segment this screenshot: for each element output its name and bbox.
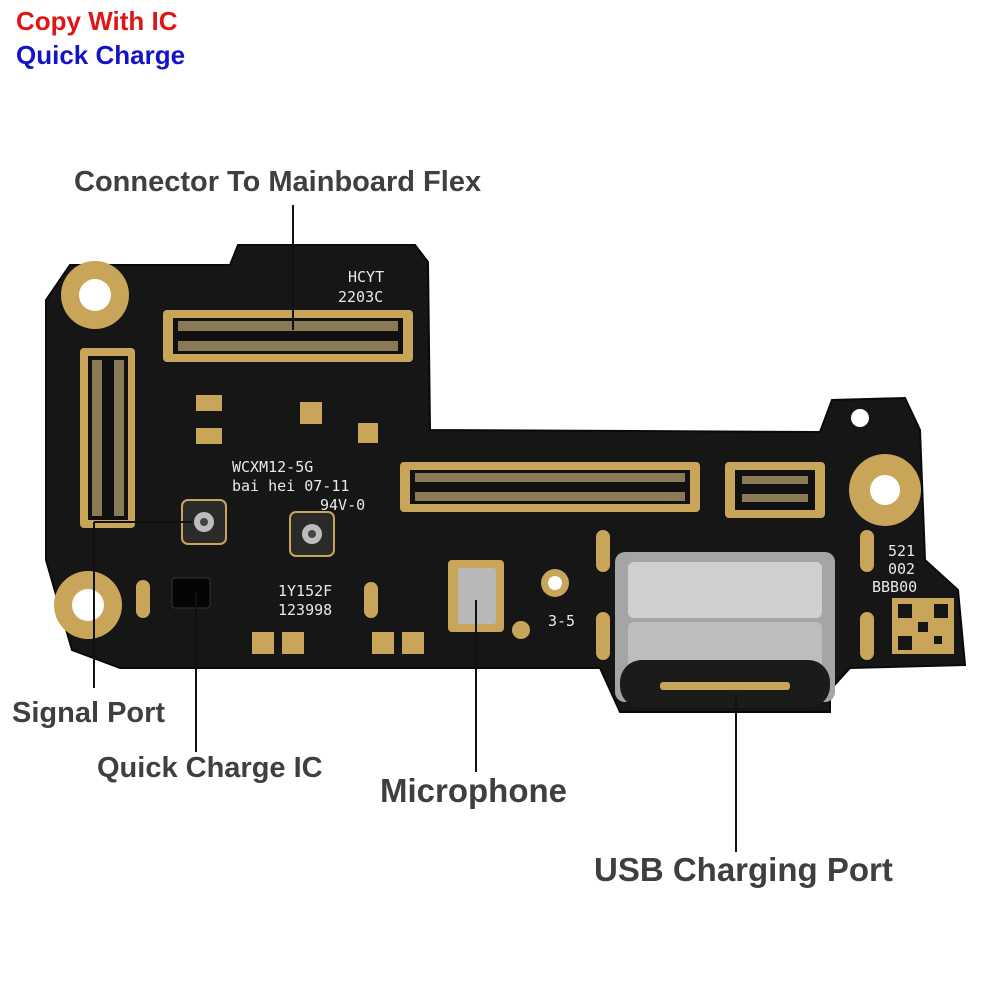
qr-code <box>892 598 954 654</box>
silk-lot: 521 <box>888 542 915 560</box>
label-signal-port: Signal Port <box>12 697 166 729</box>
mainboard-flex-connector <box>163 310 413 362</box>
mounting-hole-right <box>849 454 921 526</box>
copy-with-ic-badge: Copy With IC <box>16 6 178 36</box>
solder-pads <box>136 395 874 660</box>
silk-model-line3: 94V-0 <box>320 496 365 514</box>
small-hole-right <box>851 409 869 427</box>
mounting-hole-bottom-left <box>54 571 122 639</box>
microphone-component <box>448 560 504 632</box>
silk-hcyt-code: 2203C <box>338 288 383 306</box>
signal-port-left <box>181 499 227 545</box>
silk-lot-line3: BBB00 <box>872 578 917 596</box>
quick-charge-ic-chip <box>171 577 211 609</box>
silk-hcyt: HCYT <box>348 268 384 286</box>
label-quick-charge-ic: Quick Charge IC <box>97 752 323 784</box>
silk-code-line2: 123998 <box>278 601 332 619</box>
quick-charge-badge: Quick Charge <box>16 40 186 70</box>
silk-lot-line2: 002 <box>888 560 915 578</box>
silk-model-line2: bai hei 07-11 <box>232 477 349 495</box>
label-microphone: Microphone <box>380 772 567 809</box>
signal-port-right <box>289 511 335 557</box>
mounting-hole-top-left <box>61 261 129 329</box>
usb-c-charging-port <box>615 552 835 708</box>
silk-3-5: 3-5 <box>548 612 575 630</box>
callout-lines <box>93 205 737 852</box>
left-vertical-connector <box>80 348 135 528</box>
small-right-connector <box>725 462 825 518</box>
label-connector: Connector To Mainboard Flex <box>74 166 482 198</box>
silk-code: 1Y152F <box>278 582 332 600</box>
middle-flex-connector <box>400 462 700 512</box>
label-usb-port: USB Charging Port <box>594 851 893 888</box>
silk-model: WCXM12-5G <box>232 458 313 476</box>
